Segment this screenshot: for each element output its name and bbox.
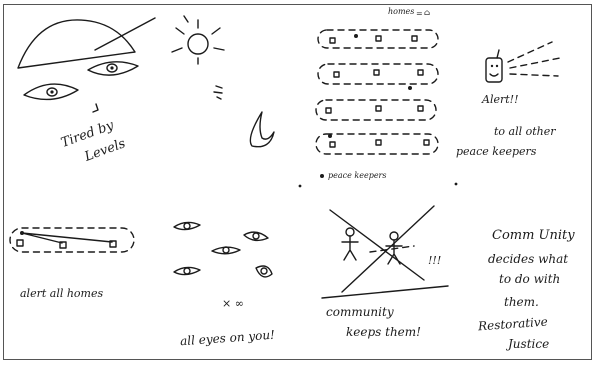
eye-icon [212,247,240,254]
alert-homes-text: alert all homes [20,288,103,299]
community-text-2: keeps them! [346,326,421,338]
sparkle-mark [214,86,222,99]
house-icon [326,36,429,147]
eye-icon [174,222,200,229]
unity-line-6: Justice [508,338,549,350]
eye-icon [174,267,200,274]
sun-icon [172,16,224,64]
alert-line-1: to all other [494,126,556,137]
community-text-1: community [326,306,394,318]
cap-icon [18,18,155,68]
alert-line-2: peace keepers [456,146,536,157]
homes-eq: = [416,10,423,18]
keepers-legend: peace keepers [328,172,386,180]
alert-text: Alert!! [482,94,519,105]
unity-line-2: decides what [488,253,568,265]
alert-homes-diagram [10,228,134,252]
eye-icon [24,84,78,99]
moon-icon [250,112,274,147]
homes-rings [316,30,438,178]
homes-symbol: ⌂ [424,9,430,17]
unity-line-4: them. [504,296,539,308]
cross-line [330,210,424,280]
stick-figure-icon [342,228,358,260]
unity-line-3: to do with [499,273,560,285]
community-marks: !!! [428,255,441,266]
eye-icon [88,62,138,75]
phone-icon [486,50,502,82]
eyes-mark: × ∞ [222,298,244,309]
eye-icon [244,232,268,240]
underline [322,286,448,298]
alert-signal [508,42,560,76]
dash-path [370,246,414,252]
eye-icon [256,266,272,277]
unity-line-1: Comm Unity [492,229,575,242]
tear-mark [93,104,98,112]
homes-label: homes [388,8,414,16]
cross-line [342,206,434,292]
